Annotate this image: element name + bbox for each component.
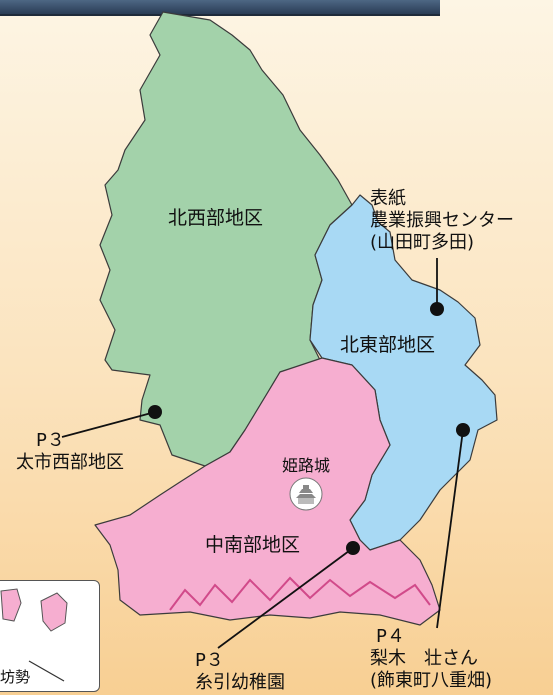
callout-p3-taichi-page: P３	[36, 430, 65, 451]
island-2	[40, 592, 68, 632]
callout-p4-name: 梨木 壮さん	[370, 648, 478, 669]
callout-p4-page: P４	[376, 626, 405, 647]
region-central-south[interactable]	[94, 357, 441, 626]
callout-p3-taichi-name: 太市西部地区	[16, 452, 124, 473]
leader-line-p4	[436, 429, 464, 629]
inset-islands	[0, 588, 68, 682]
inset-leader-line	[28, 660, 65, 682]
callout-p3-taichi: P３ 太市西部地区	[16, 430, 124, 474]
callout-cover-line3: (山田町多田)	[370, 232, 475, 253]
marker-p4[interactable]	[456, 423, 470, 437]
leader-line-p3-itohiki	[217, 547, 354, 649]
label-central-south: 中南部地区	[205, 534, 301, 556]
marker-cover[interactable]	[430, 302, 444, 316]
callout-cover-line1: 表紙	[370, 188, 406, 209]
label-northeast: 北東部地区	[340, 334, 436, 356]
region-northeast[interactable]	[309, 194, 498, 551]
callout-p3-itohiki-page: P３	[195, 650, 224, 671]
marker-p3-taichi[interactable]	[148, 405, 162, 419]
himeji-castle-icon[interactable]	[288, 476, 324, 512]
island-1	[0, 588, 22, 622]
header-banner	[0, 0, 440, 16]
inset-label: 坊勢	[0, 668, 31, 686]
marker-p3-itohiki[interactable]	[346, 541, 360, 555]
inset-box	[0, 580, 100, 692]
callout-cover: 表紙 農業振興センター (山田町多田)	[370, 188, 514, 254]
callout-p3-itohiki-name: 糸引幼稚園	[195, 672, 285, 693]
callout-p4: P４ 梨木 壮さん (飾東町八重畑)	[370, 626, 492, 692]
label-himeji-castle: 姫路城	[282, 456, 331, 475]
coastline	[169, 576, 431, 611]
label-northwest: 北西部地区	[168, 207, 264, 229]
callout-p4-location: (飾東町八重畑)	[370, 670, 493, 691]
leader-line-p3-taichi	[61, 411, 156, 438]
callout-p3-itohiki: P３ 糸引幼稚園	[195, 650, 285, 694]
callout-cover-line2: 農業振興センター	[370, 210, 514, 231]
